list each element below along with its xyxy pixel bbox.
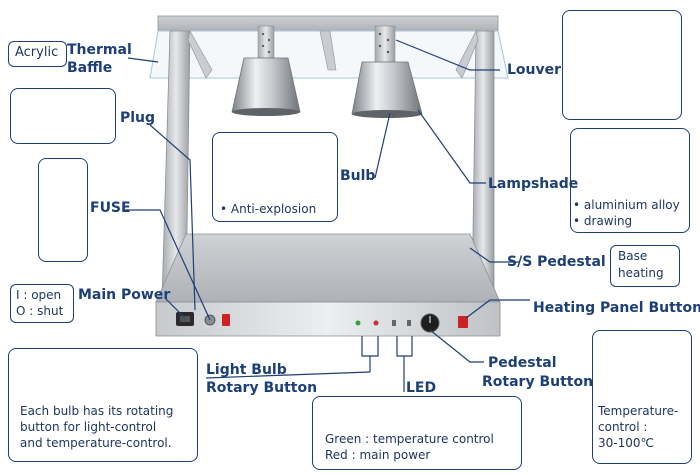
ss-pedestal-label: S/S Pedestal — [507, 254, 606, 270]
base-heating-box — [610, 245, 680, 287]
led-note-box — [312, 396, 522, 470]
lamp-2 — [351, 25, 423, 118]
fuse-box — [38, 158, 88, 262]
anti-explosion-label: • Anti-explosion — [220, 202, 317, 216]
bulb-label: Bulb — [340, 168, 376, 184]
led-label: LED — [406, 380, 437, 396]
thermal-label: Thermal — [67, 42, 132, 58]
led-note-red: Red : main power — [325, 448, 431, 462]
lampshade-box — [570, 128, 690, 233]
bulb-box — [212, 132, 338, 222]
temperature-label-1: Temperature- — [598, 404, 679, 418]
lamp-1 — [231, 25, 301, 116]
rotary-note-1: Each bulb has its rotating — [20, 404, 174, 418]
switch-shut-label: O : shut — [16, 304, 64, 318]
rotary-note-2: button for light-control — [20, 420, 157, 434]
pedestal-rotary-label: Rotary Button — [482, 374, 594, 390]
fuse-label: FUSE — [90, 200, 131, 216]
lampshade-label: Lampshade — [488, 176, 579, 192]
led-note-green: Green : temperature control — [325, 432, 494, 446]
acrylic-label: Acrylic — [15, 45, 59, 60]
base-label: Base — [618, 249, 648, 263]
pedestal-label: Pedestal — [488, 355, 557, 371]
louver-label: Louver — [507, 62, 562, 78]
temperature-box — [592, 330, 692, 464]
temperature-label-3: 30-100℃ — [598, 436, 654, 450]
light-bulb-rotary-label: Rotary Button — [206, 380, 318, 396]
pedestal-plate — [155, 233, 501, 303]
lampshade-note-2: • drawing — [573, 214, 633, 228]
temperature-label-2: control : — [598, 420, 648, 434]
rotary-note-3: and temperature-control. — [20, 436, 172, 450]
top-bar — [157, 15, 499, 32]
heating-label: heating — [618, 266, 664, 280]
switch-states-box — [10, 284, 74, 323]
fuse-cap-text: FUSE — [51, 183, 72, 191]
lampshade-note-1: • aluminium alloy — [573, 198, 680, 212]
callout-lines — [123, 39, 530, 392]
light-bulb-label: Light Bulb — [206, 362, 287, 378]
heating-panel-button-label: Heating Panel Button — [533, 300, 700, 316]
acrylic-box — [8, 41, 67, 67]
plug-box — [10, 88, 116, 144]
rotary-note-box — [8, 348, 198, 462]
heating-panel-switch — [458, 316, 468, 328]
baffle-label: Baffle — [67, 60, 113, 76]
plug-label: Plug — [120, 110, 156, 126]
main-power-label: Main Power — [78, 287, 171, 303]
led-red — [373, 320, 379, 326]
louver-box — [562, 10, 682, 120]
main-power-switch — [222, 314, 230, 326]
led-green — [355, 320, 361, 326]
switch-open-label: I : open — [16, 288, 62, 302]
